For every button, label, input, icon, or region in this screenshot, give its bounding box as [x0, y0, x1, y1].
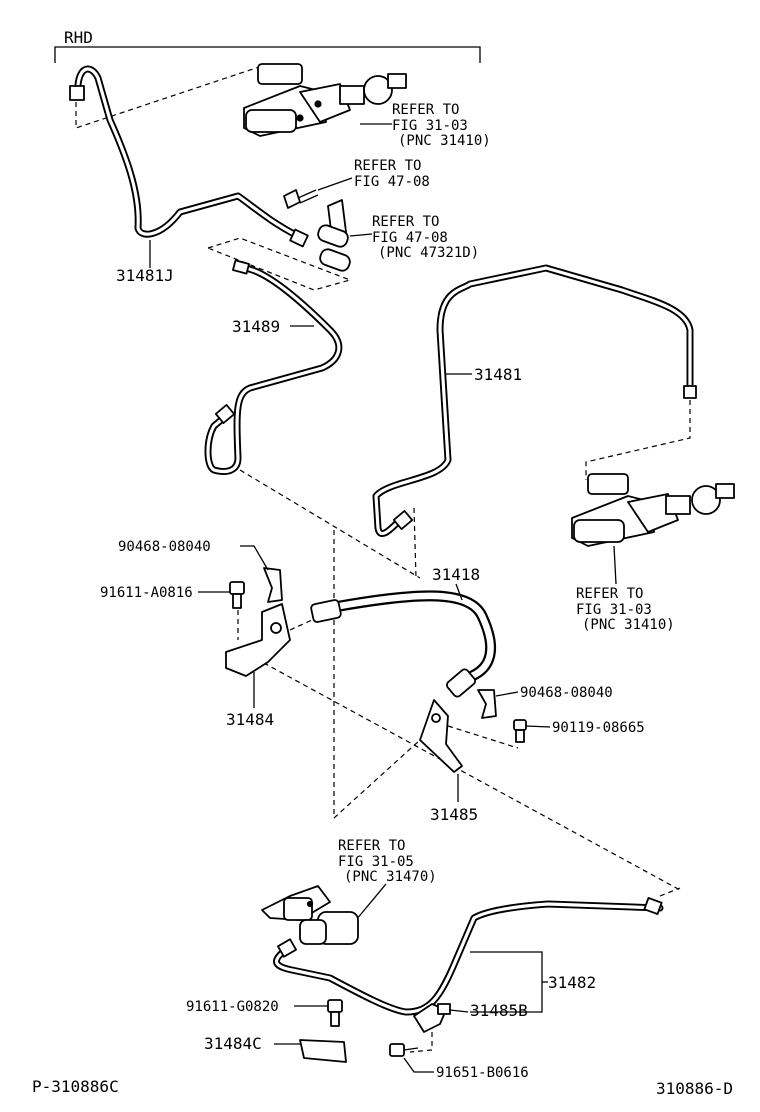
label-31485B: 31485B [470, 1001, 528, 1020]
bracket-31484C [299, 1039, 347, 1063]
master-cylinder-top [243, 63, 407, 137]
label-31484: 31484 [226, 710, 274, 729]
bolt-91611-A0816 [229, 581, 245, 609]
svg-text:REFER TO: REFER TO [372, 214, 439, 230]
release-cylinder [261, 885, 359, 945]
ref-master-top: REFER TO FIG 31-03 (PNC 31410) [392, 102, 491, 149]
svg-text:FIG 47-08: FIG 47-08 [372, 230, 448, 246]
svg-text:REFER TO: REFER TO [392, 102, 459, 118]
svg-text:FIG 31-05: FIG 31-05 [338, 854, 414, 870]
svg-text:(PNC 31410): (PNC 31410) [398, 133, 491, 149]
label-31418: 31418 [432, 565, 480, 584]
label-91611-a: 91611-A0816 [100, 585, 193, 601]
footer-right-code: 310886-D [656, 1079, 733, 1098]
label-31489: 31489 [232, 317, 280, 336]
clip-90468-left [263, 567, 283, 603]
bolt-90119 [513, 719, 527, 743]
pipe-31481 [372, 264, 697, 537]
svg-text:(PNC 31470): (PNC 31470) [344, 869, 437, 885]
label-91651: 91651-B0616 [436, 1065, 529, 1081]
label-91611-g: 91611-G0820 [186, 999, 279, 1015]
bracket-clip-top [317, 199, 351, 272]
label-31485: 31485 [430, 805, 478, 824]
ref-release: REFER TO FIG 31-05 (PNC 31470) [338, 838, 437, 885]
bolt-91651 [389, 1043, 419, 1057]
bolt-top [283, 189, 319, 209]
svg-text:FIG 47-08: FIG 47-08 [354, 174, 430, 190]
svg-text:REFER TO: REFER TO [338, 838, 405, 854]
footer-left-code: P-310886C [32, 1077, 119, 1096]
label-31481J: 31481J [116, 266, 174, 285]
bolt-91611-G0820 [327, 999, 343, 1027]
bracket-31485 [419, 699, 463, 773]
label-31484C: 31484C [204, 1034, 262, 1053]
ref-master-right: REFER TO FIG 31-03 (PNC 31410) [576, 586, 675, 633]
rhd-label: RHD [64, 28, 93, 47]
svg-text:(PNC 47321D): (PNC 47321D) [378, 245, 479, 261]
rhd-bracket: RHD [54, 28, 481, 63]
clip-90468-right [477, 689, 497, 719]
hose-31418 [310, 590, 497, 698]
pipe-31482 [273, 897, 664, 1016]
ref-bolt: REFER TO FIG 47-08 [354, 158, 430, 190]
label-31481: 31481 [474, 365, 522, 384]
svg-text:FIG 31-03: FIG 31-03 [576, 602, 652, 618]
label-90468-b: 90468-08040 [520, 685, 613, 701]
svg-text:REFER TO: REFER TO [354, 158, 421, 174]
ref-bracket: REFER TO FIG 47-08 (PNC 47321D) [372, 214, 479, 261]
label-31482: 31482 [548, 973, 596, 992]
bracket-31484 [225, 603, 291, 677]
pipe-31489 [204, 259, 343, 475]
svg-text:FIG 31-03: FIG 31-03 [392, 118, 468, 134]
svg-text:(PNC 31410): (PNC 31410) [582, 617, 675, 633]
pipe-31481J [69, 65, 309, 248]
master-cylinder-right [571, 473, 735, 547]
svg-text:REFER TO: REFER TO [576, 586, 643, 602]
clip-31485B [413, 1003, 451, 1033]
label-90468-a: 90468-08040 [118, 539, 211, 555]
label-90119: 90119-08665 [552, 720, 645, 736]
